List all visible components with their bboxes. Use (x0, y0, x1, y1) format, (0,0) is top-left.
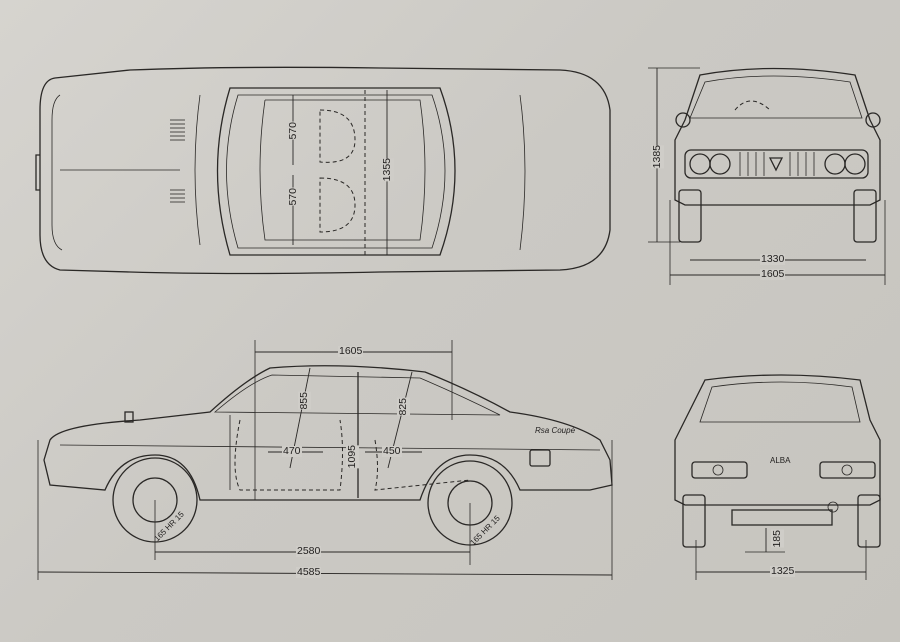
top-view (35, 66, 611, 275)
front-view (648, 67, 886, 285)
dim-rear-track: 1325 (770, 565, 796, 577)
dim-front-headroom: 855 (298, 392, 311, 410)
dim-seat-rear: 570 (287, 188, 300, 206)
dim-front-legroom: 470 (282, 445, 302, 457)
rear-view (674, 374, 881, 580)
dim-overall-length: 4585 (296, 566, 322, 578)
dim-wheelbase: 2580 (296, 545, 322, 557)
dim-interior-width: 1355 (381, 158, 394, 182)
dim-roof-length: 1605 (338, 345, 364, 357)
dim-rear-legroom: 450 (382, 445, 402, 457)
dim-ground-clearance: 185 (771, 530, 784, 548)
side-view (37, 340, 613, 580)
dim-seat-front: 570 (287, 122, 300, 140)
dim-front-width: 1605 (760, 268, 786, 280)
dim-front-track: 1330 (760, 253, 786, 265)
rear-plate-text: ALBA (770, 456, 791, 465)
dim-interior-height: 1095 (346, 445, 359, 469)
dim-front-height: 1385 (651, 145, 664, 169)
badge-text: Rsa Coupé (535, 426, 576, 435)
dim-rear-headroom: 825 (397, 398, 410, 416)
